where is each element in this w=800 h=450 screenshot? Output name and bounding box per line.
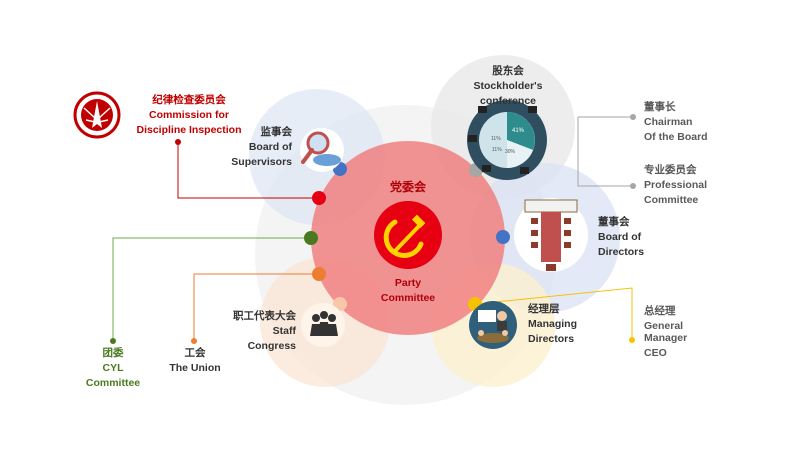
general-manager-cn: 总经理: [644, 305, 676, 317]
party-committee-en1: Party: [394, 277, 422, 289]
discipline-en1: Commission for: [149, 109, 229, 121]
party-emblem-icon: [374, 201, 442, 269]
dot: [629, 337, 635, 343]
managing-en2: Directors: [528, 333, 575, 345]
supervisors-en2: Supervisors: [231, 156, 292, 168]
general-manager-label: 总经理 General Manager CEO: [644, 304, 734, 361]
discipline-node-dot: [312, 191, 326, 205]
managing-en1: Managing: [528, 318, 577, 330]
stockholders-cn: 股东会: [492, 65, 524, 77]
cyl-node-dot: [304, 231, 318, 245]
staff-cn: 职工代表大会: [233, 310, 296, 322]
managing-cn: 经理层: [528, 303, 560, 315]
dot: [191, 338, 197, 344]
dot: [175, 139, 181, 145]
pie-label: 41%: [512, 128, 525, 134]
chairman-en1: Chairman: [644, 116, 693, 128]
supervisors-cn: 监事会: [260, 126, 293, 138]
discipline-emblem-icon: [73, 91, 121, 139]
professional-en1: Professional: [644, 179, 708, 191]
party-committee-en: Party Committee: [358, 276, 458, 306]
cyl-en2: Committee: [85, 377, 141, 389]
directors-label: 董事会 Board of Directors: [598, 215, 668, 260]
party-committee-cn: 党委会: [389, 180, 426, 194]
magnifier-icon: [300, 128, 344, 172]
union-connector: [193, 273, 318, 340]
professional-en2: Committee: [644, 194, 699, 206]
dot: [630, 183, 636, 189]
pie-label: 11%: [492, 147, 502, 153]
meeting-table-icon: 41% 11% 11% 30%: [467, 100, 547, 180]
union-node-dot: [312, 267, 326, 281]
discipline-label: 纪律检查委员会 Commission for Discipline Inspec…: [124, 93, 254, 138]
general-manager-en2: Manager: [644, 332, 688, 344]
union-label: 工会 The Union: [160, 346, 230, 376]
directors-node-dot: [496, 230, 510, 244]
staff-en2: Congress: [247, 340, 296, 352]
party-committee-en2: Committee: [380, 292, 436, 304]
directors-cn: 董事会: [598, 216, 630, 228]
dot: [630, 114, 636, 120]
dot: [110, 338, 116, 344]
people-group-icon: [301, 303, 345, 347]
stockholders-label: 股东会 Stockholder's conference: [458, 64, 558, 109]
discipline-en2: Discipline Inspection: [136, 124, 242, 136]
professional-connector: [577, 117, 632, 187]
boardroom-icon: [514, 198, 588, 272]
staff-node-dot: [333, 297, 347, 311]
supervisors-label: 监事会 Board of Supervisors: [212, 125, 292, 170]
discipline-connector: [177, 143, 318, 199]
professional-label: 专业委员会 Professional Committee: [644, 163, 764, 208]
union-en1: The Union: [169, 362, 221, 374]
stockholders-en1: Stockholder's: [473, 80, 543, 92]
team-meeting-icon: [469, 301, 517, 349]
supervisors-en1: Board of: [248, 141, 292, 153]
directors-en2: Directors: [598, 246, 645, 258]
stockholders-en2: conference: [479, 95, 537, 107]
staff-label: 职工代表大会 Staff Congress: [206, 309, 296, 354]
cyl-cn: 团委: [102, 347, 124, 359]
ceo-connector: [475, 287, 633, 340]
union-cn: 工会: [184, 347, 206, 359]
cyl-connector: [112, 237, 310, 340]
chairman-en2: Of the Board: [644, 131, 708, 143]
general-manager-en1: General: [644, 320, 684, 332]
discipline-cn: 纪律检查委员会: [152, 94, 226, 106]
chairman-cn: 董事长: [644, 101, 676, 113]
pie-label: 11%: [491, 136, 501, 142]
directors-en1: Board of: [598, 231, 642, 243]
pie-label: 30%: [505, 149, 516, 155]
party-committee-label: 党委会: [368, 180, 448, 196]
managing-label: 经理层 Managing Directors: [528, 302, 608, 347]
cyl-label: 团委 CYL Committee: [73, 346, 153, 391]
general-manager-en3: CEO: [644, 347, 667, 359]
staff-en1: Staff: [272, 325, 296, 337]
chairman-label: 董事长 Chairman Of the Board: [644, 100, 764, 145]
cyl-en1: CYL: [102, 362, 124, 374]
professional-cn: 专业委员会: [644, 164, 697, 176]
